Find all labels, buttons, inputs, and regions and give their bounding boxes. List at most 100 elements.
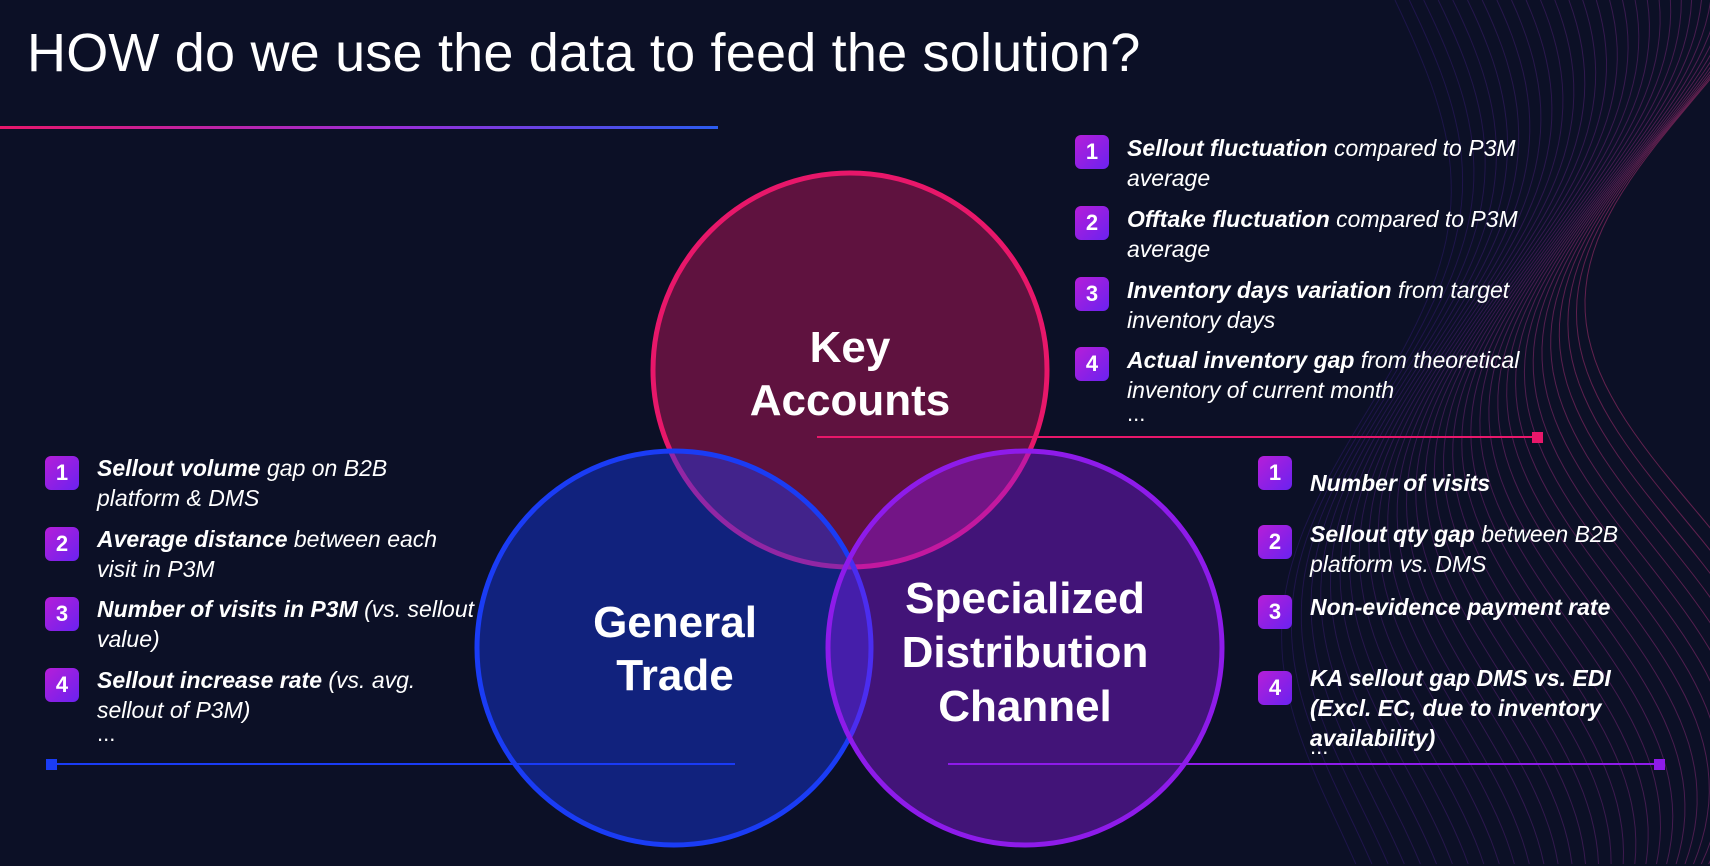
metric-text: Offtake fluctuation compared to P3M aver… <box>1127 204 1557 264</box>
general-trade-circle <box>474 448 874 848</box>
metric-rest: compared to P3M average <box>1127 206 1518 262</box>
metric-bold: Average distance <box>97 526 288 552</box>
metric-text: Number of visits in P3M (vs. sellout val… <box>97 594 507 654</box>
wave-line <box>1452 0 1650 865</box>
number-badge: 2 <box>45 527 79 561</box>
specialized-label-line2: Distribution <box>901 628 1149 678</box>
wave-line <box>1396 0 1586 865</box>
key-accounts-connector-end <box>1532 432 1543 443</box>
title-underline <box>0 126 718 129</box>
number-badge: 3 <box>1258 595 1292 629</box>
wave-line <box>1300 0 1475 865</box>
metric-bold: Inventory days variation <box>1127 277 1392 303</box>
metric-text: Non-evidence payment rate <box>1310 592 1690 622</box>
general-trade-label-line2: Trade <box>616 650 734 700</box>
metric-rest: between B2B platform vs. DMS <box>1310 521 1619 577</box>
wave-line <box>1320 0 1497 865</box>
wave-line <box>1415 0 1608 865</box>
wave-line <box>1310 0 1486 865</box>
number-badge: 2 <box>1075 206 1109 240</box>
wave-line <box>1358 0 1542 865</box>
metric-bold: Sellout increase rate <box>97 667 322 693</box>
wave-line <box>1377 0 1564 865</box>
metric-text: Sellout fluctuation compared to P3M aver… <box>1127 133 1557 193</box>
metric-text: Sellout volume gap on B2B platform & DMS <box>97 453 427 513</box>
metric-rest: gap on B2B platform & DMS <box>97 455 388 511</box>
metric-rest: compared to P3M average <box>1127 135 1516 191</box>
wave-line <box>1515 30 1710 865</box>
wave-line <box>1488 0 1693 865</box>
metric-bold: Offtake fluctuation <box>1127 206 1330 232</box>
wave-line <box>1349 0 1531 865</box>
wave-line <box>1567 73 1710 574</box>
metric-text: Sellout increase rate (vs. avg. sellout … <box>97 665 457 725</box>
metric-text: Average distance between each visit in P… <box>97 524 467 584</box>
wave-line <box>1558 70 1710 598</box>
ellipsis-text: ... <box>1127 401 1146 426</box>
wave-line <box>1339 0 1520 865</box>
general-trade-label-line1: General <box>593 598 757 647</box>
ellipsis-text: ... <box>97 721 116 746</box>
metric-rest: (vs. avg. sellout of P3M) <box>97 667 416 723</box>
metric-bold: Number of visits <box>1310 470 1491 496</box>
specialized-label-line3: Channel <box>938 682 1112 732</box>
metric-bold: KA sellout gap DMS vs. EDI (Excl. EC, du… <box>1310 665 1611 751</box>
page-title: HOW do we use the data to feed the solut… <box>27 23 1141 83</box>
general-trade-connector-end <box>46 759 57 770</box>
wave-line <box>1281 0 1452 865</box>
metric-rest: between each visit in P3M <box>97 526 438 582</box>
metric-text: KA sellout gap DMS vs. EDI (Excl. EC, du… <box>1310 663 1640 753</box>
specialized-connector-end <box>1654 759 1665 770</box>
general-trade-label: General Trade <box>525 597 825 703</box>
wave-line <box>1575 76 1710 551</box>
key-accounts-label: Key Accounts <box>690 322 1010 428</box>
metric-bold: Sellout fluctuation <box>1127 135 1328 161</box>
wave-line <box>1506 1 1710 865</box>
metric-rest: from theoretical inventory of current mo… <box>1127 347 1520 403</box>
number-badge: 1 <box>1075 135 1109 169</box>
wave-line <box>1443 0 1640 865</box>
wave-line <box>1329 0 1509 865</box>
specialized-circle <box>825 448 1225 848</box>
wave-line <box>1368 0 1553 865</box>
wave-line <box>1290 0 1464 865</box>
key-accounts-label-line1: Key <box>809 323 891 372</box>
wave-line <box>1479 0 1682 865</box>
wave-line <box>1424 0 1618 865</box>
metric-bold: Sellout qty gap <box>1310 521 1475 547</box>
wave-line <box>1405 0 1597 865</box>
wave-line <box>1470 0 1672 865</box>
ellipsis-text: ... <box>1310 734 1329 759</box>
number-badge: 4 <box>1258 671 1292 705</box>
number-badge: 2 <box>1258 525 1292 559</box>
metric-rest: (vs. sellout value) <box>97 596 475 652</box>
wave-line <box>1550 66 1710 624</box>
metric-text: Number of visits <box>1310 468 1690 498</box>
wave-line <box>1584 78 1710 529</box>
wave-line <box>1497 0 1702 865</box>
metric-text: Actual inventory gap from theoretical in… <box>1127 345 1557 405</box>
metric-bold: Actual inventory gap <box>1127 347 1355 373</box>
wave-line <box>1461 0 1661 865</box>
number-badge: 3 <box>45 597 79 631</box>
metric-text: Sellout qty gap between B2B platform vs.… <box>1310 519 1650 579</box>
wave-line <box>1541 61 1710 651</box>
metric-bold: Non-evidence payment rate <box>1310 594 1611 620</box>
specialized-label: Specialized Distribution Channel <box>860 572 1190 734</box>
specialized-label-line1: Specialized <box>905 574 1145 623</box>
number-badge: 1 <box>1258 456 1292 490</box>
number-badge: 4 <box>1075 347 1109 381</box>
wave-line <box>1387 0 1575 865</box>
wave-line <box>1532 54 1710 865</box>
key-accounts-label-line2: Accounts <box>749 375 951 425</box>
metric-bold: Sellout volume <box>97 455 261 481</box>
wave-line <box>1433 0 1629 865</box>
number-badge: 1 <box>45 456 79 490</box>
metric-rest: from target inventory days <box>1127 277 1510 333</box>
number-badge: 3 <box>1075 277 1109 311</box>
metric-text: Inventory days variation from target inv… <box>1127 275 1557 335</box>
number-badge: 4 <box>45 668 79 702</box>
metric-bold: Number of visits in P3M <box>97 596 358 622</box>
